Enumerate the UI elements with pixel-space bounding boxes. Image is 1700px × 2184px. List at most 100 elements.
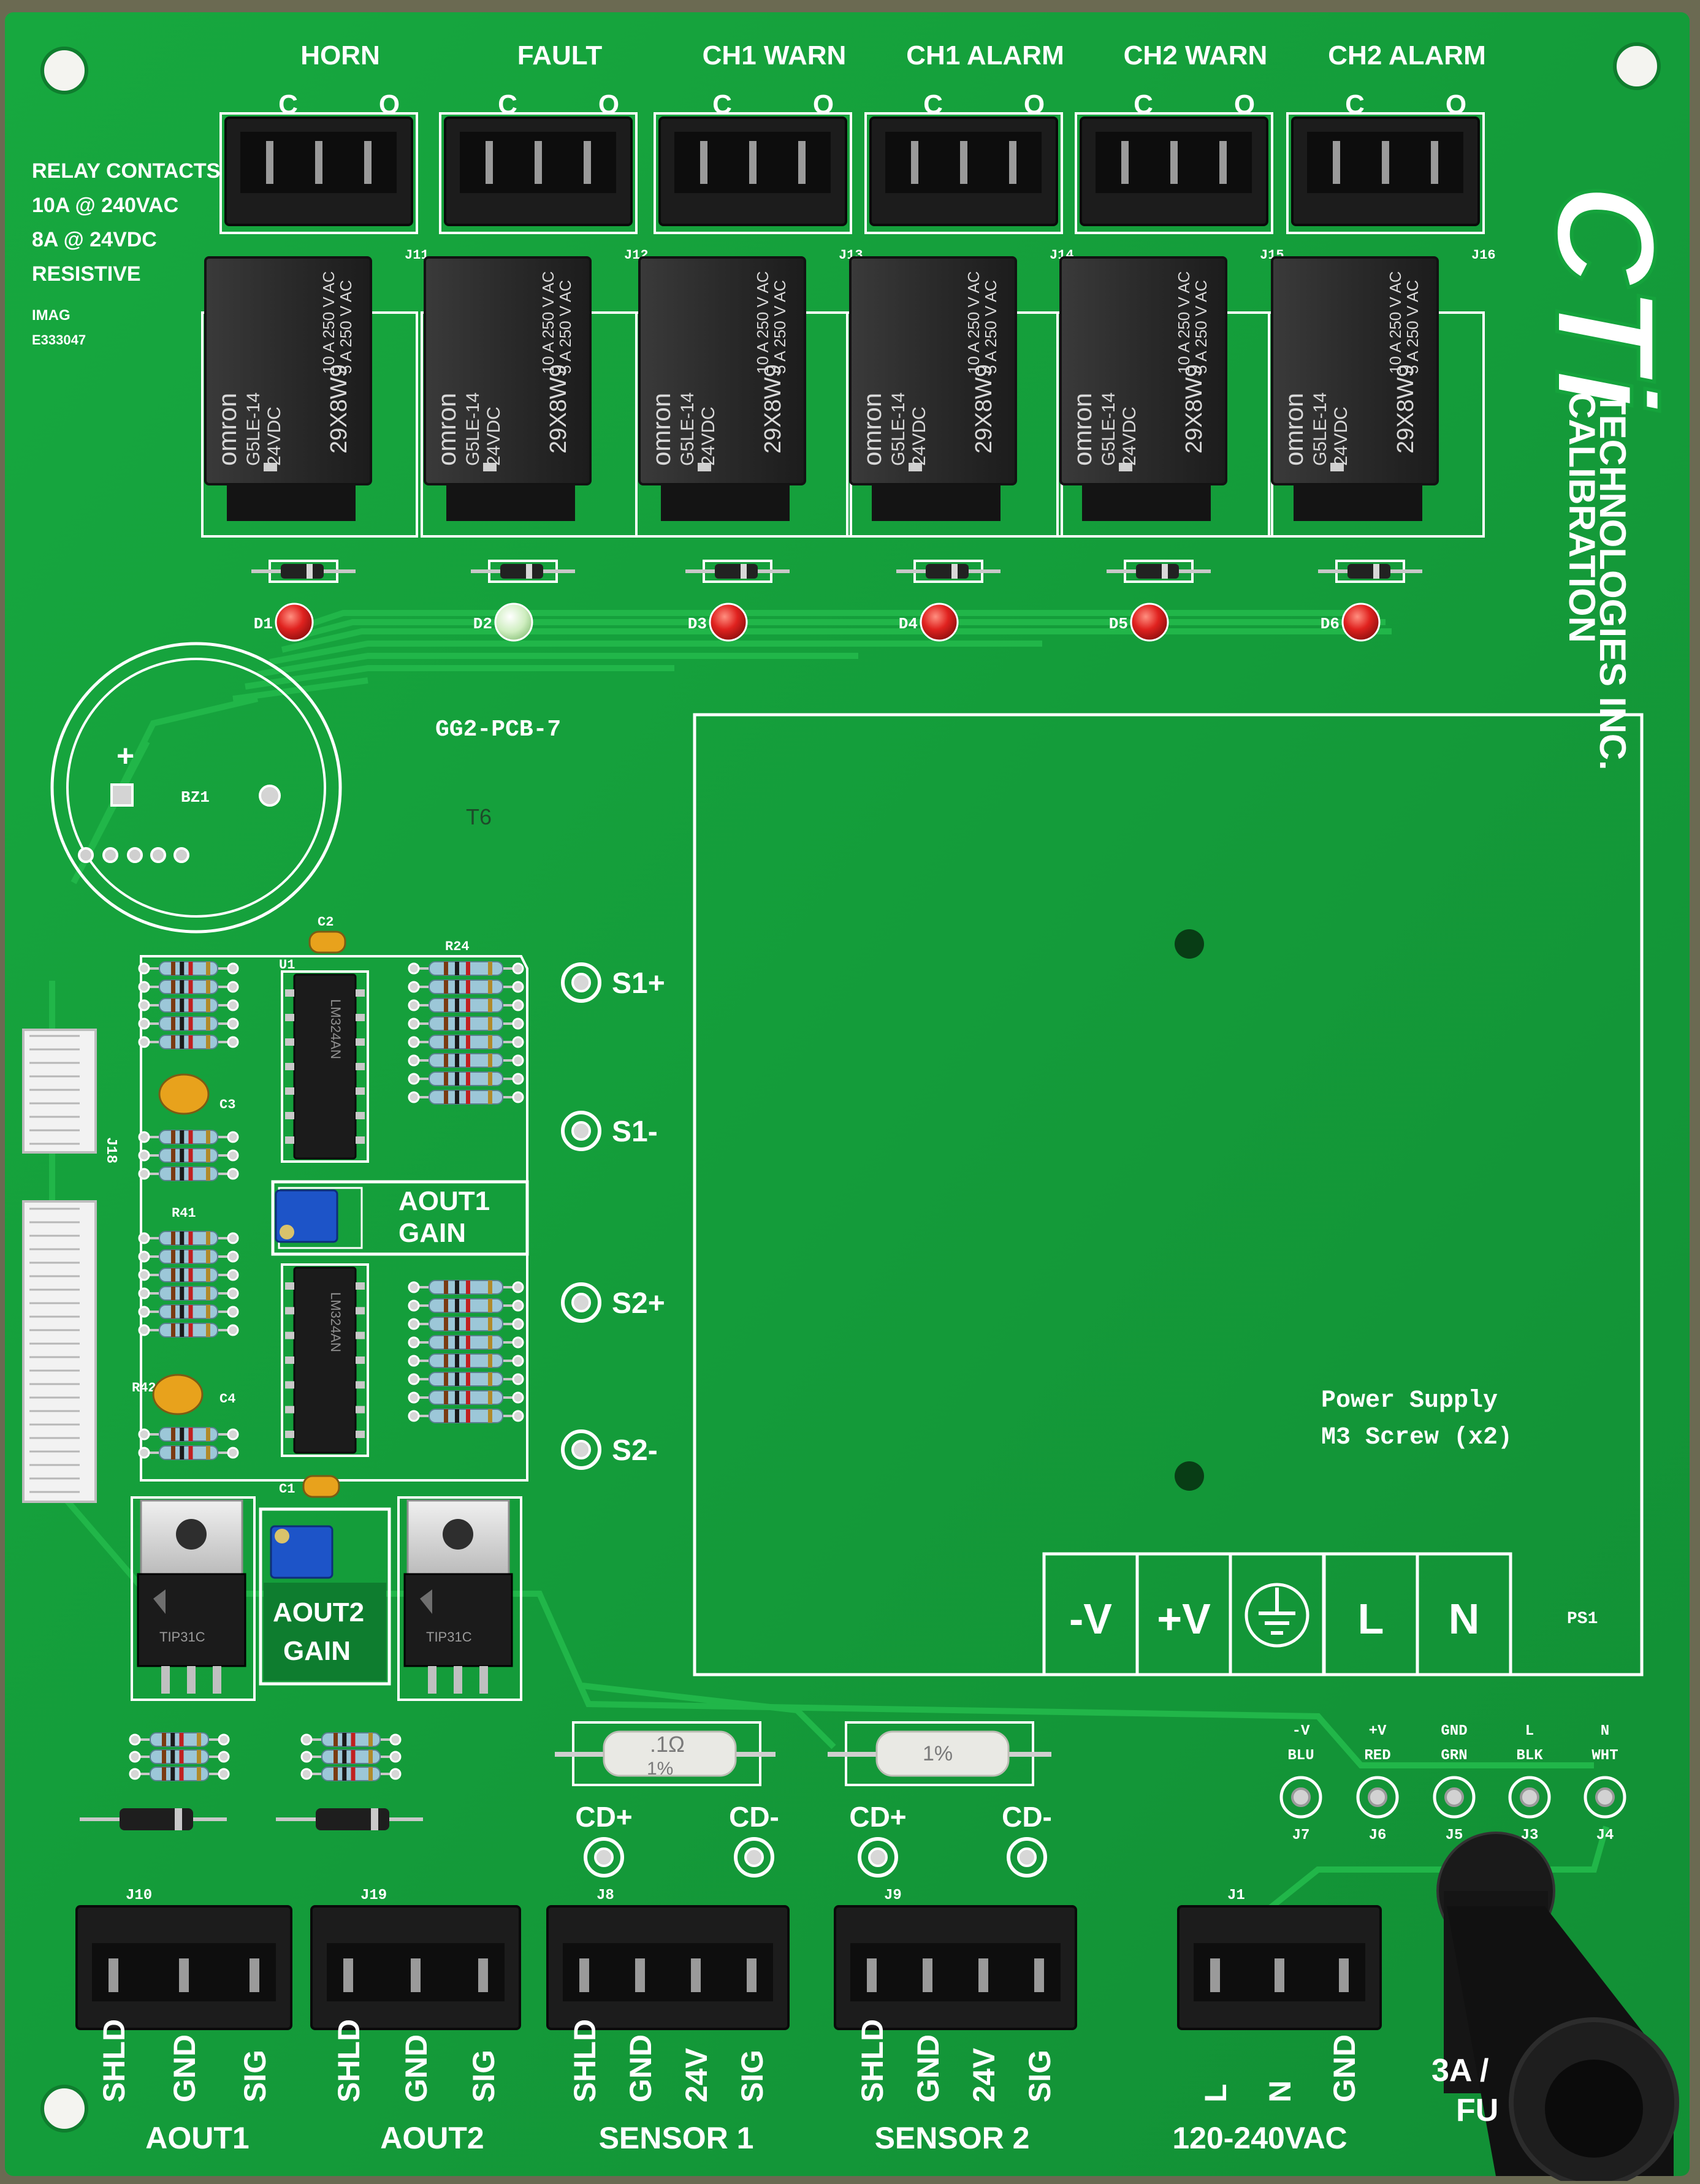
relay-note-line1: RELAY CONTACTS xyxy=(32,159,220,183)
pin-label: SHLD xyxy=(332,2019,366,2102)
relay-model: G5LE-14 xyxy=(243,392,264,466)
wire-tap-jack[interactable] xyxy=(1584,1776,1626,1819)
wire-tap-jack[interactable] xyxy=(1279,1776,1322,1819)
wire-tap-jack[interactable] xyxy=(1433,1776,1476,1819)
relay-model: G5LE-14 xyxy=(1310,392,1330,466)
fuse-label-l1: 3A / xyxy=(1431,2053,1488,2088)
wire-tap-designator: J7 xyxy=(1292,1827,1310,1844)
test-pad[interactable] xyxy=(561,1282,601,1323)
cd-test-pad[interactable] xyxy=(1007,1837,1047,1878)
led-designator: D2 xyxy=(473,615,492,633)
logo-mark: CTi xyxy=(1527,184,1685,411)
test-pad-label: S2+ xyxy=(612,1287,665,1320)
ic-marking: LM324AN xyxy=(328,999,343,1059)
logo-line2: TECHNOLOGIES INC. xyxy=(1592,392,1633,770)
cd-test-pad[interactable] xyxy=(858,1837,898,1878)
resistor xyxy=(138,1249,239,1264)
resistor xyxy=(138,1323,239,1337)
board-part-number: GG2-PCB-7 xyxy=(435,717,561,743)
aout2-gain-label-l1: AOUT2 xyxy=(273,1597,364,1627)
wire-tap-designator: J5 xyxy=(1446,1827,1463,1844)
test-pad[interactable] xyxy=(561,1429,601,1470)
relay-brand: omron xyxy=(1068,393,1097,466)
pin-label: SIG xyxy=(735,2050,769,2102)
wire-tap-color: BLK xyxy=(1516,1748,1543,1764)
relay-rating2: 5 A 250 V AC xyxy=(771,280,789,374)
resistor xyxy=(138,998,239,1013)
relay-code: 29X8W9 xyxy=(546,364,571,454)
relay-label: CH2 ALARM xyxy=(1328,40,1485,70)
pin-label: GND xyxy=(399,2034,433,2102)
relay-brand: omron xyxy=(432,393,461,466)
relay-label: FAULT xyxy=(517,40,603,70)
ps-terminal-label: -V xyxy=(1069,1595,1112,1643)
resistor xyxy=(408,998,524,1013)
cd-test-pad[interactable] xyxy=(584,1837,624,1878)
wire-tap-jack[interactable] xyxy=(1508,1776,1551,1819)
contact-common-mark: C xyxy=(1345,89,1365,120)
sense-resistor2-tolerance: 1% xyxy=(923,1742,953,1765)
relay-rating2: 5 A 250 V AC xyxy=(982,280,1000,374)
led-designator: D3 xyxy=(688,615,707,633)
fuse-holder: 3A / FU xyxy=(1431,1832,1679,2184)
wire-tap-color: BLU xyxy=(1287,1748,1314,1764)
wire-tap-color: WHT xyxy=(1591,1748,1618,1764)
ps-terminal-cell xyxy=(1416,1552,1512,1676)
status-led xyxy=(494,603,533,642)
contact-common-mark: C xyxy=(278,89,298,120)
status-led xyxy=(1341,603,1381,642)
trimmer-screw-icon xyxy=(280,1225,294,1239)
test-pad-label: S1+ xyxy=(612,967,665,1000)
logo-line1: CALIBRATION xyxy=(1561,392,1603,643)
pin-label: SIG xyxy=(1023,2050,1057,2102)
cap-c3-label: C3 xyxy=(219,1097,235,1113)
relay-label: CH1 WARN xyxy=(703,40,847,70)
test-pad[interactable] xyxy=(561,962,601,1003)
cd-test-pad[interactable] xyxy=(734,1837,774,1878)
relay-model: G5LE-14 xyxy=(1099,392,1119,466)
ribbon-header-label: J18 xyxy=(102,1137,119,1163)
contact-open-mark: O xyxy=(813,89,834,120)
relay-rating2: 5 A 250 V AC xyxy=(337,280,355,374)
wire-tap-jack[interactable] xyxy=(1356,1776,1399,1819)
connector-designator: J8 xyxy=(597,1887,614,1904)
resistor xyxy=(138,1427,239,1442)
ps-designator: PS1 xyxy=(1567,1610,1598,1629)
wire-tap-signal: -V xyxy=(1292,1723,1310,1740)
handwritten-mark: T6 xyxy=(466,804,492,829)
relay-label: CH2 WARN xyxy=(1124,40,1268,70)
capacitor-c1 xyxy=(302,1475,340,1498)
cd-pad-label: CD- xyxy=(729,1801,779,1833)
resistor xyxy=(300,1767,402,1781)
wire-tap-designator: J4 xyxy=(1596,1827,1614,1844)
connector-title: SENSOR 2 xyxy=(875,2121,1030,2155)
led-designator: D5 xyxy=(1109,615,1128,633)
test-pad[interactable] xyxy=(561,1111,601,1151)
relay-voltage: 24VDC xyxy=(484,406,504,466)
relay-rating2: 5 A 250 V AC xyxy=(1192,280,1210,374)
wire-tap-designator: J6 xyxy=(1369,1827,1387,1844)
pin-label: GND xyxy=(623,2034,658,2102)
contact-common-mark: C xyxy=(712,89,732,120)
ribbon-header-j18: J18 xyxy=(22,1029,119,1503)
flyback-diode xyxy=(1347,564,1390,579)
pin-label: SIG xyxy=(467,2050,501,2102)
resistor xyxy=(138,1445,239,1460)
capacitor-c4 xyxy=(152,1374,204,1415)
buzzer-bz1: + BZ1 xyxy=(50,642,342,934)
sense-pads: S1+S1-S2+S2- xyxy=(561,962,665,1470)
test-pad-label: S2- xyxy=(612,1434,658,1467)
relay-model: G5LE-14 xyxy=(677,392,698,466)
aout2-gain-label-l2: GAIN xyxy=(283,1636,351,1666)
contact-open-mark: O xyxy=(1234,89,1255,120)
analog-section: C2 U1 R24 R41 R42 C3 C4 C1 LM324ANLM324A… xyxy=(22,915,529,1830)
relay-voltage: 24VDC xyxy=(1331,406,1351,466)
